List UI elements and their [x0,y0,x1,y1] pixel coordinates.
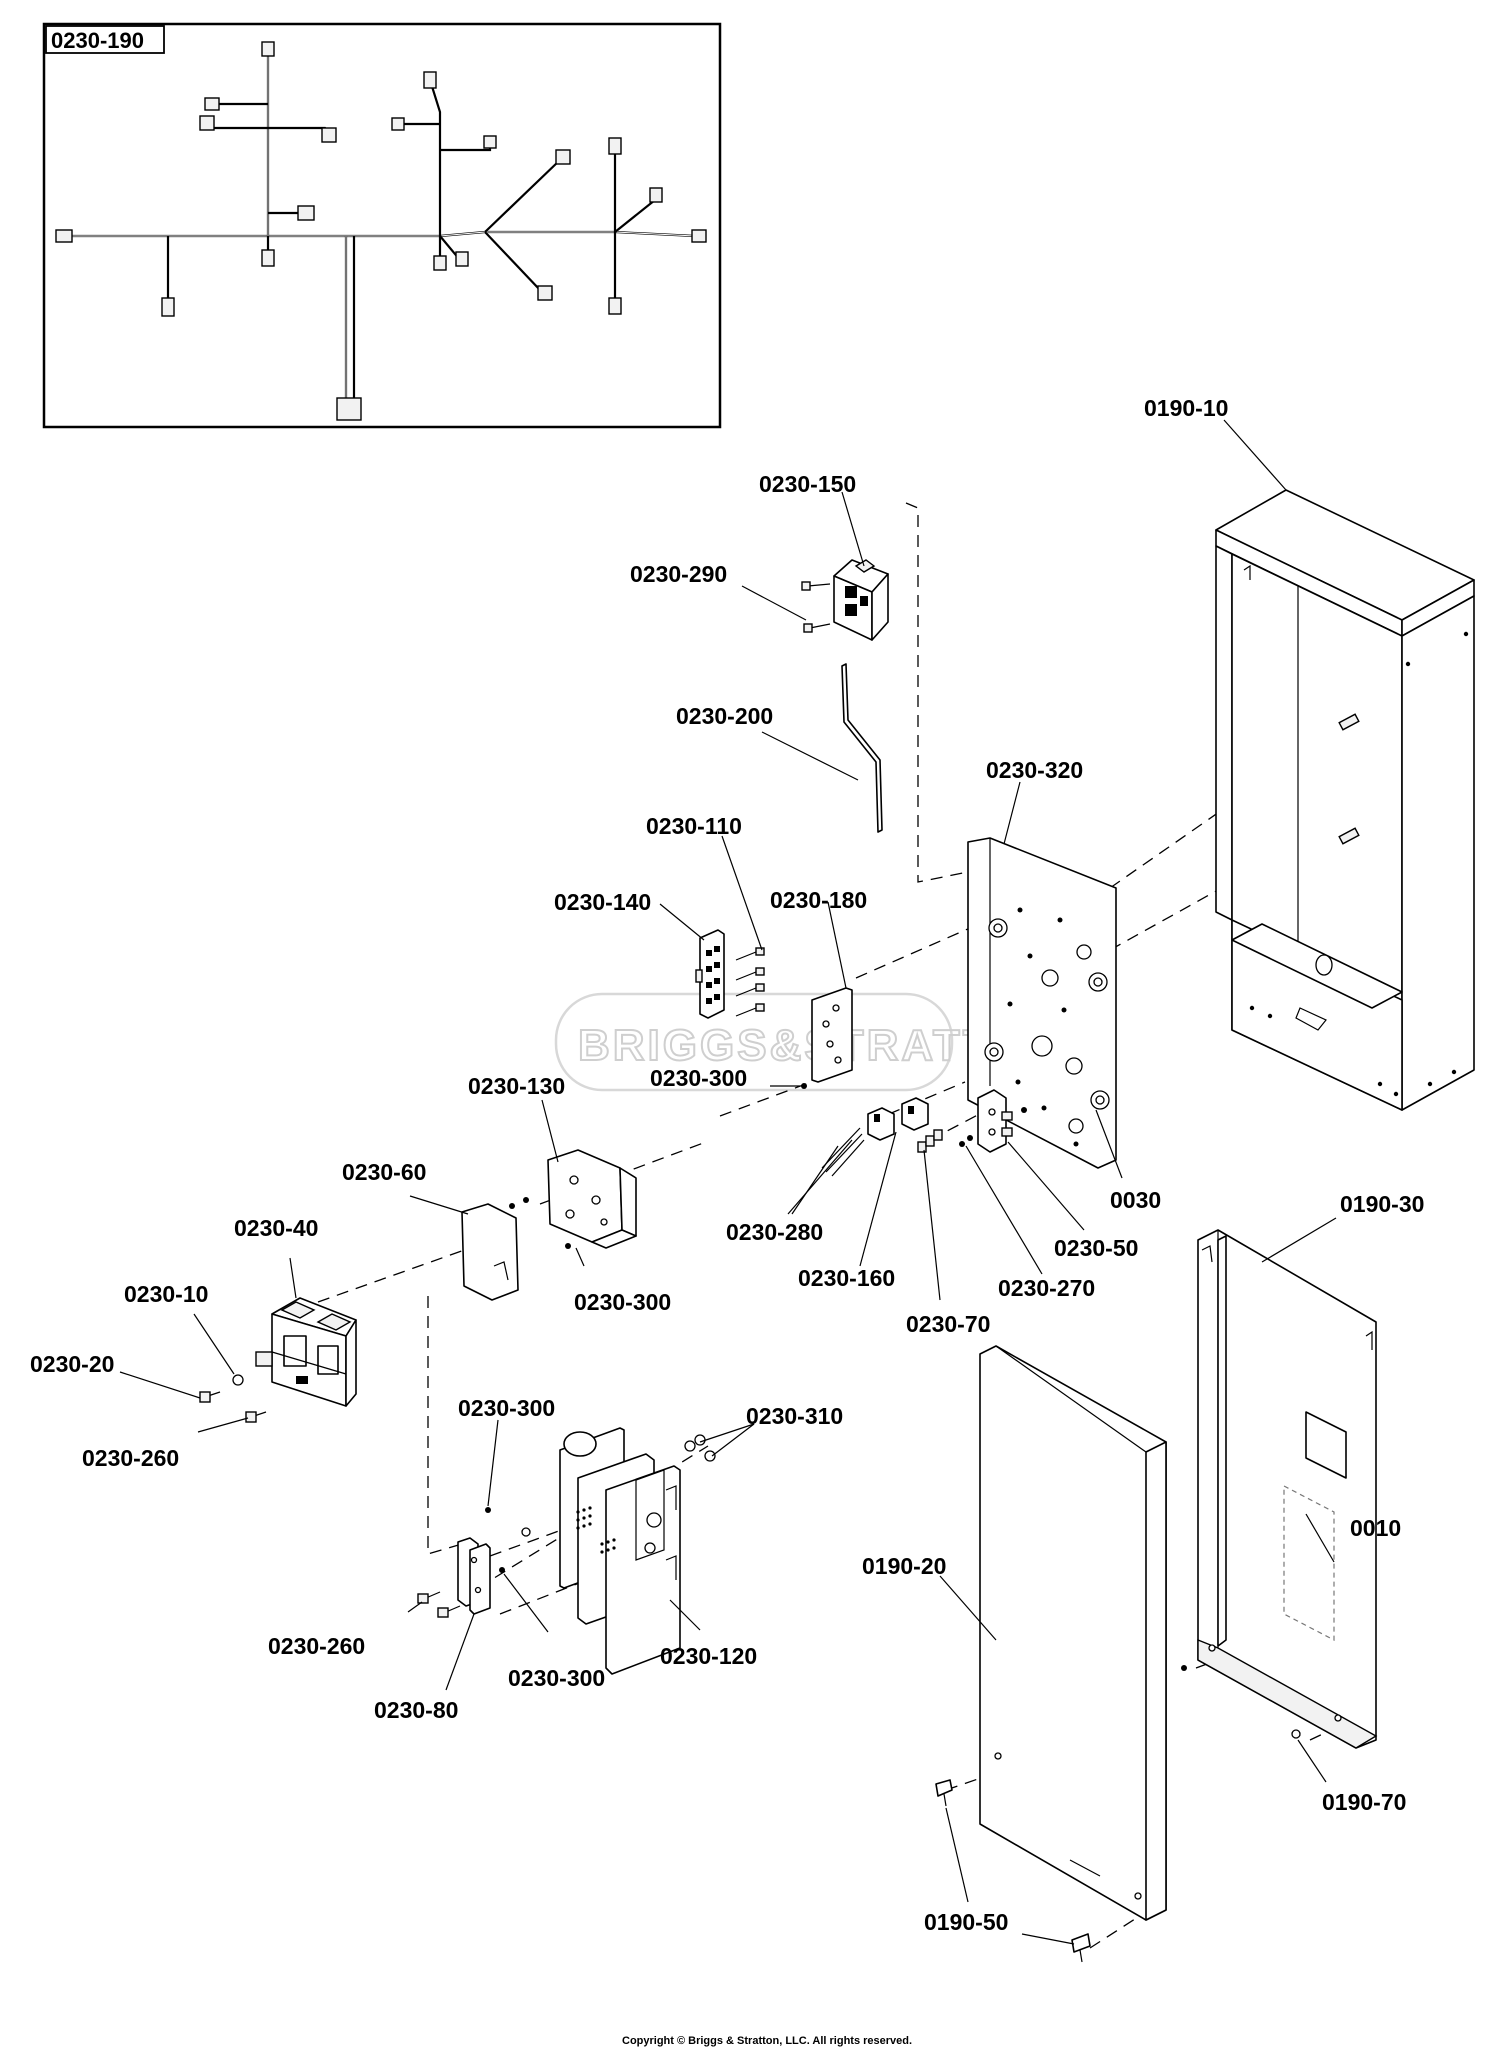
module-screws [735,947,765,1017]
callout-0230-130: 0230-130 [468,1073,565,1099]
outer-door [1181,1229,1378,1749]
callout-0230-300-middle: 0230-300 [574,1289,671,1315]
callout-0230-160: 0230-160 [798,1265,895,1291]
callout-0230-70: 0230-70 [906,1311,990,1337]
back-panel [967,837,1117,1169]
lower-plate [417,1537,491,1618]
contactor [199,1297,357,1423]
callout-0010: 0010 [1350,1515,1401,1541]
callout-0030: 0030 [1110,1187,1161,1213]
callout-0230-140: 0230-140 [554,889,651,915]
inset-label-box [45,25,165,54]
callout-0230-10: 0230-10 [124,1281,208,1307]
callout-0190-30: 0190-30 [1340,1191,1424,1217]
callout-0230-320: 0230-320 [986,757,1083,783]
callout-0230-300-lower-top: 0230-300 [458,1395,555,1421]
callout-0230-260-lower: 0230-260 [268,1633,365,1659]
leader-lines [119,419,1337,1945]
callout-0230-150: 0230-150 [759,471,856,497]
enclosure-box [1215,489,1475,1111]
callout-0230-40: 0230-40 [234,1215,318,1241]
callout-0230-260-upper: 0230-260 [82,1445,179,1471]
small-terminals [821,1089,1027,1177]
callout-0230-290: 0230-290 [630,561,727,587]
callout-0230-200: 0230-200 [676,703,773,729]
bracket [509,1149,637,1249]
inset-label: 0230-190 [51,28,144,53]
callout-0230-180: 0230-180 [770,887,867,913]
callout-0230-300-upper: 0230-300 [650,1065,747,1091]
callout-0190-50: 0190-50 [924,1909,1008,1935]
callout-0190-20: 0190-20 [862,1553,946,1579]
breaker-assembly [485,1427,716,1675]
rod [841,663,883,833]
callout-0230-120: 0230-120 [660,1643,757,1669]
callout-0230-310: 0230-310 [746,1403,843,1429]
callout-0230-110: 0230-110 [646,813,742,839]
callout-0230-20: 0230-20 [30,1351,114,1377]
callout-0190-70: 0190-70 [1322,1789,1406,1815]
callout-0230-80: 0230-80 [374,1697,458,1723]
plate [461,1203,519,1301]
module-assembly [695,929,853,1089]
callout-0230-50: 0230-50 [1054,1235,1138,1261]
inset-frame [42,22,722,429]
harness-inset: 0230-190 [42,22,722,429]
back-panel-holes [984,907,1110,1147]
terminal-block [801,559,889,641]
callout-0230-270: 0230-270 [998,1275,1095,1301]
callout-0230-60: 0230-60 [342,1159,426,1185]
callout-0230-280: 0230-280 [726,1219,823,1245]
callout-labels: 0190-10 0230-150 0230-290 0230-200 0230-… [30,395,1424,1935]
callout-0230-300-lower: 0230-300 [508,1665,605,1691]
callout-0190-10: 0190-10 [1144,395,1228,421]
harness-connectors [55,41,707,421]
copyright-text: Copyright © Briggs & Stratton, LLC. All … [622,2035,912,2047]
inner-door [935,1345,1167,1963]
